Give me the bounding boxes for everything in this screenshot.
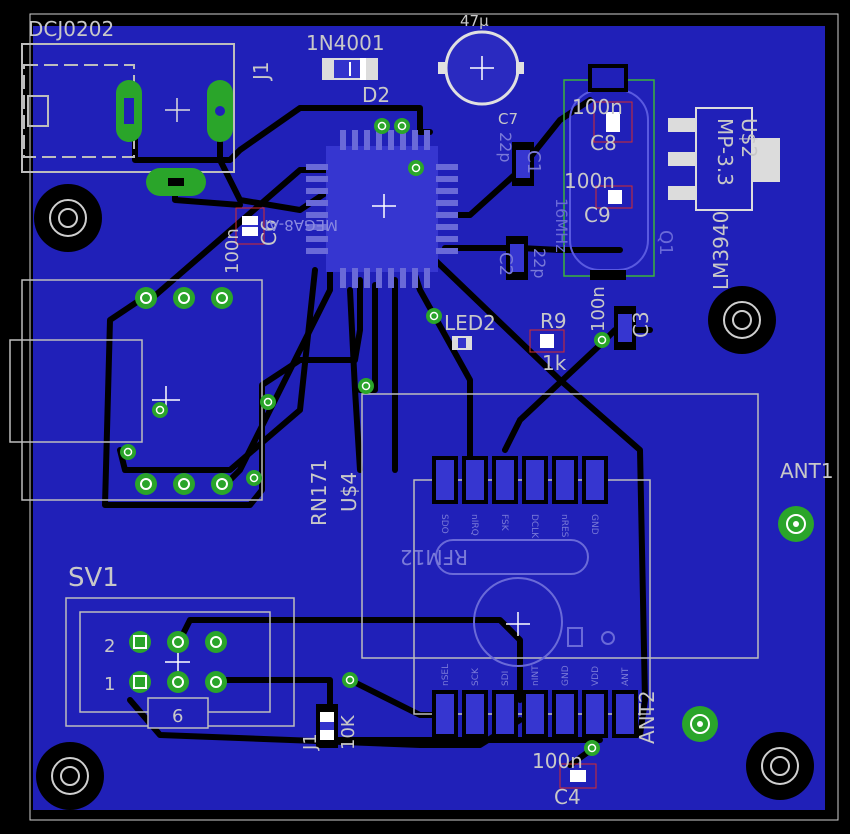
rfm-pin-bottom: ANT bbox=[621, 667, 631, 686]
label-diode: 1N4001 bbox=[306, 31, 385, 55]
vias bbox=[120, 118, 610, 756]
label-c9-value: 100n bbox=[564, 169, 615, 193]
diode-d2 bbox=[322, 58, 378, 80]
cap-c6 bbox=[235, 207, 265, 245]
label-r9-value: 1k bbox=[542, 351, 567, 375]
label-c2-value: 22p bbox=[530, 248, 549, 279]
label-ant1: ANT1 bbox=[780, 459, 834, 483]
cap-c1 bbox=[512, 142, 534, 186]
board-outline bbox=[29, 13, 839, 821]
label-c4: C4 bbox=[554, 785, 581, 809]
module-rn171-outline bbox=[9, 279, 263, 501]
mounting-hole-bottom-right bbox=[746, 732, 814, 800]
label-ant2: ANT2 bbox=[635, 690, 659, 744]
crystal-q1 bbox=[563, 64, 655, 280]
label-us4: U$4 bbox=[337, 472, 361, 512]
rfm-pin-top: DCLK bbox=[529, 514, 539, 539]
mounting-hole-bottom-left bbox=[36, 742, 104, 810]
label-j1: J1 bbox=[249, 61, 273, 82]
rfm-pin-top: nRES bbox=[559, 514, 569, 538]
rfm-pin-top: FSK bbox=[499, 514, 509, 532]
rfm-pin-top: GND bbox=[589, 514, 599, 535]
mounting-hole-top-left bbox=[34, 184, 102, 252]
label-mp: MP-3.3 bbox=[713, 118, 737, 186]
resistor-r9 bbox=[529, 329, 565, 353]
label-q1: Q1 bbox=[655, 230, 676, 256]
label-j1-bottom: J1 bbox=[300, 733, 321, 751]
header-sv1 bbox=[65, 597, 295, 729]
label-pin6: 6 bbox=[172, 706, 183, 727]
label-q1-value: 16MHz bbox=[552, 198, 571, 253]
rfm-pin-bottom: nINT bbox=[531, 665, 541, 686]
led2 bbox=[452, 336, 472, 350]
rfm-pin-labels-top: SDO nIRQ FSK DCLK nRES GND bbox=[439, 514, 599, 539]
rfm-pin-top: nIRQ bbox=[469, 514, 479, 536]
dc-jack bbox=[21, 43, 235, 196]
label-c2: C2 bbox=[495, 252, 516, 276]
cap-c3 bbox=[614, 306, 636, 350]
label-c3-value: 100n bbox=[588, 286, 609, 332]
rfm-pin-bottom: VDD bbox=[591, 666, 601, 686]
label-rn171: RN171 bbox=[307, 459, 331, 526]
label-c7: C7 bbox=[498, 110, 518, 128]
rfm-pin-top: SDO bbox=[439, 514, 449, 534]
label-cap47: 47μ bbox=[460, 12, 489, 30]
regulator-lm3940 bbox=[668, 107, 780, 211]
label-rfm12: RFM12 bbox=[400, 545, 468, 569]
label-c3: C3 bbox=[629, 311, 653, 338]
rfm-pin-bottom: GND bbox=[561, 665, 571, 686]
resistor-10k bbox=[316, 704, 338, 748]
label-pin2: 2 bbox=[104, 636, 115, 657]
module-rfm12 bbox=[361, 393, 759, 738]
label-d2: D2 bbox=[362, 83, 390, 107]
cap-c4 bbox=[559, 763, 597, 789]
label-dcj: DCJ0202 bbox=[28, 17, 114, 41]
label-r9: R9 bbox=[540, 309, 567, 333]
label-c4-value: 100n bbox=[532, 749, 583, 773]
cap-c2 bbox=[506, 236, 528, 280]
label-mega: MEGA8-AI bbox=[264, 216, 338, 234]
label-lm: LM3940 bbox=[709, 211, 733, 290]
rfm-pin-bottom: SCK bbox=[471, 667, 481, 686]
antenna-ant1-pad bbox=[778, 506, 814, 542]
label-c1-value: 22p bbox=[496, 132, 515, 163]
through-hole-pads bbox=[129, 287, 233, 693]
rfm-pin-bottom: SDI bbox=[501, 671, 511, 686]
label-sv1: SV1 bbox=[68, 563, 119, 593]
label-c8-value: 100n bbox=[572, 95, 623, 119]
label-led2: LED2 bbox=[444, 311, 496, 335]
antenna-ant2-pad bbox=[682, 706, 718, 742]
label-pin1: 1 bbox=[104, 674, 115, 695]
rfm-pin-labels-bottom: nSEL SCK SDI nINT GND VDD ANT bbox=[441, 664, 631, 686]
label-c6: C6 bbox=[257, 219, 281, 246]
mcu-mega8 bbox=[306, 130, 458, 288]
label-c9: C9 bbox=[584, 203, 611, 227]
label-us2: U$2 bbox=[737, 118, 761, 158]
mounting-hole-right bbox=[708, 286, 776, 354]
label-10k: 10K bbox=[338, 714, 359, 750]
label-c1: C1 bbox=[523, 150, 544, 174]
label-c6-value: 100n bbox=[222, 228, 243, 274]
label-c8: C8 bbox=[590, 131, 617, 155]
rfm-pin-bottom: nSEL bbox=[441, 664, 451, 686]
cap-c7-electrolytic bbox=[438, 30, 524, 106]
